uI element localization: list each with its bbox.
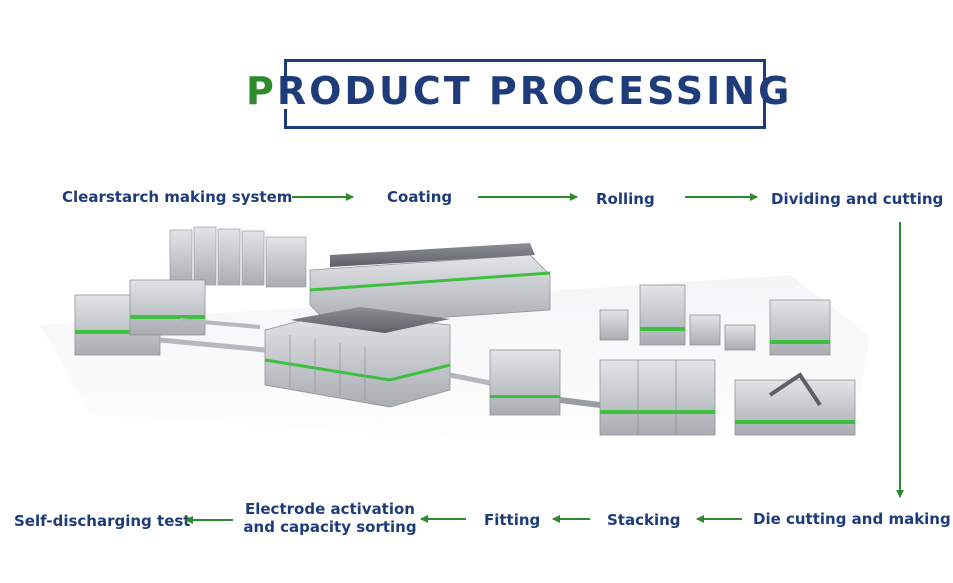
- stacking-machine: [599, 359, 716, 436]
- self-discharging-test-machines: [74, 279, 206, 356]
- step-dividing: Dividing and cutting: [771, 190, 944, 208]
- title-frame: [284, 59, 766, 129]
- dividing-cutting-machine: [724, 299, 831, 356]
- step-coating: Coating: [387, 188, 453, 206]
- coating-machine: [309, 243, 551, 326]
- conveyor-lines: [159, 318, 491, 386]
- factory-production-line-illustration: [40, 226, 870, 465]
- step-electrode: Electrode activation and capacity sortin…: [238, 500, 422, 536]
- die-cutting-machine: [734, 372, 856, 436]
- step-fitting: Fitting: [484, 511, 541, 529]
- rolling-machine: [599, 284, 721, 346]
- clearstarch-silos: [169, 226, 307, 288]
- title-rest: RODUCT PROCESSING: [276, 69, 793, 113]
- electrode-activation-cabinets: [264, 307, 451, 408]
- page-title: PRODUCT PROCESSING: [246, 66, 792, 116]
- step-electrode-line1: Electrode activation: [245, 500, 415, 518]
- title-first-letter: P: [246, 69, 277, 113]
- step-clearstarch: Clearstarch making system: [62, 188, 293, 206]
- step-electrode-line2: and capacity sorting: [243, 518, 417, 536]
- step-self-discharging: Self-discharging test: [14, 512, 191, 530]
- step-rolling: Rolling: [596, 190, 655, 208]
- step-die-cutting: Die cutting and making: [753, 510, 951, 528]
- step-stacking: Stacking: [607, 511, 681, 529]
- fitting-machine: [489, 349, 601, 416]
